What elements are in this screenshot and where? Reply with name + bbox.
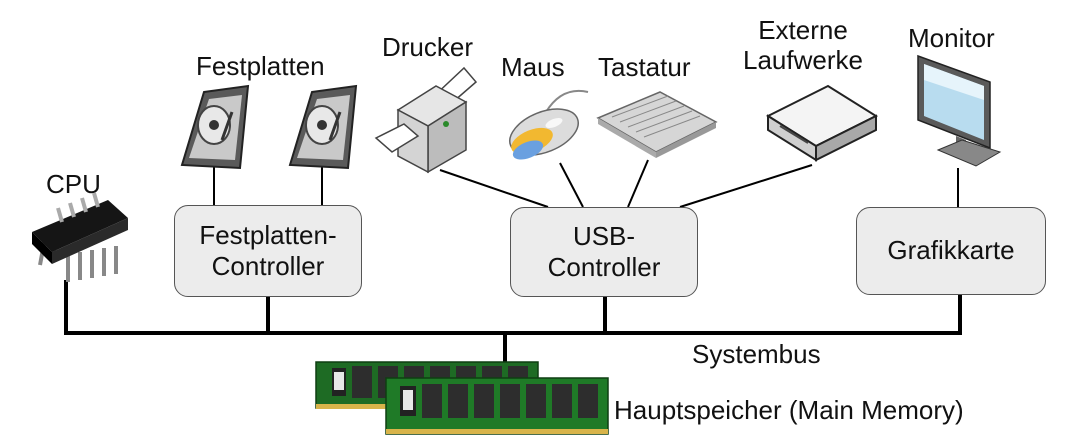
cpu-chip-icon [32,192,128,282]
disk-controller-box: Festplatten- Controller [174,205,362,297]
graphics-card-label: Grafikkarte [887,235,1015,266]
disk-controller-label-line1: Festplatten- [199,219,337,250]
external-drives-label-line2: Laufwerke [743,44,863,75]
external-drives-label: Externe Laufwerke [728,15,878,76]
printer-icon [374,66,478,174]
disks-label: Festplatten [196,51,325,81]
external-drives-label-line1: Externe [758,15,848,45]
mouse-icon [509,90,589,160]
usb-controller-label-line1: USB- [572,220,636,251]
keyboard-label: Tastatur [598,52,691,82]
device-connection-lines [213,159,959,208]
monitor-icon [917,54,1002,167]
usb-controller-box: USB- Controller [510,207,698,297]
system-bus-lines [64,280,962,367]
disk-controller-label-line2: Controller [211,251,325,281]
graphics-card-box: Grafikkarte [856,207,1046,295]
hard-disk-icon [288,84,358,170]
printer-label: Drucker [382,32,474,62]
external-drive-icon [765,84,879,162]
mouse-label: Maus [501,52,565,82]
monitor-label: Monitor [908,23,995,53]
memory-module-icon [385,377,609,435]
keyboard-icon [596,91,718,158]
hard-disk-icon [180,84,250,170]
cpu-label: CPU [46,169,101,199]
system-bus-label: Systembus [692,339,821,369]
main-memory-label: Hauptspeicher (Main Memory) [614,395,964,425]
usb-controller-label-line2: Controller [547,252,661,282]
